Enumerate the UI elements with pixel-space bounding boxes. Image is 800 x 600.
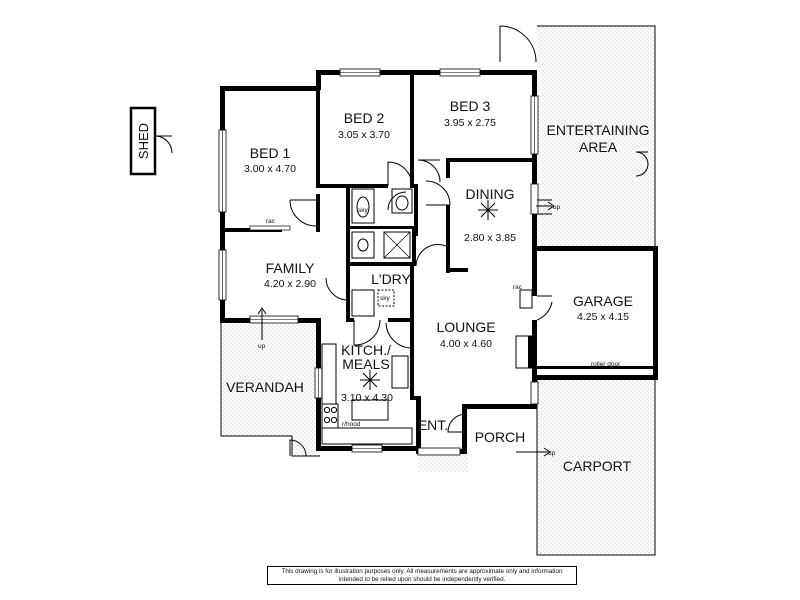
porch-paving xyxy=(418,452,468,472)
room-labels: BED 1 3.00 x 4.70 BED 2 3.05 x 3.70 BED … xyxy=(226,98,649,474)
windows xyxy=(218,68,539,456)
disclaimer-line2: intended to be relied upon should be ind… xyxy=(338,576,506,583)
hall-door xyxy=(415,243,447,267)
wc-door xyxy=(387,191,407,211)
lounge-name: LOUNGE xyxy=(436,319,495,335)
disclaimer-line1: This drawing is for illustration purpose… xyxy=(281,568,563,575)
kitchen-dims: 3.10 x 4.30 xyxy=(341,392,393,404)
dining-fan xyxy=(478,200,498,220)
entry-name: ENT. xyxy=(418,417,448,433)
laundry-name: L'DRY xyxy=(371,271,411,287)
carport-paving xyxy=(537,378,655,555)
step-arrows xyxy=(257,201,555,457)
bed1-door xyxy=(289,199,317,227)
garage-rac-label: rac xyxy=(513,284,523,291)
bed1-dims: 3.00 x 4.70 xyxy=(244,163,296,175)
entertaining-door xyxy=(499,25,537,63)
family-door xyxy=(325,277,347,301)
rangehood-label: r/hood xyxy=(342,421,361,428)
family-up-label: up xyxy=(258,343,266,350)
verandah-paving xyxy=(221,320,320,456)
kitchen-line1: KITCH./ xyxy=(341,342,391,358)
roller-door-label: roller door xyxy=(591,361,621,368)
doors xyxy=(289,25,655,457)
interior-walls xyxy=(220,70,536,400)
shed-label: SHED xyxy=(136,123,151,159)
lounge-dims: 4.00 x 4.60 xyxy=(440,338,492,350)
sky-label-laundry: sky xyxy=(380,295,391,302)
entertaining-line1: ENTERTAINING xyxy=(547,122,650,138)
verandah-name: VERANDAH xyxy=(226,379,304,395)
bed2-dims: 3.05 x 3.70 xyxy=(338,129,390,141)
porch-up-label: up xyxy=(548,450,556,457)
entertaining-step xyxy=(635,151,649,177)
kitchen-fan xyxy=(360,370,380,390)
verandah-door xyxy=(289,439,307,457)
dining-up-label: up xyxy=(553,204,561,211)
family-dims: 4.20 x 2.90 xyxy=(264,278,316,290)
garage-dims: 4.25 x 4.15 xyxy=(577,311,629,323)
small-annotations: rac rac sky sky up up up roller door r/h… xyxy=(258,204,621,457)
sky-label-bath: sky xyxy=(358,207,369,214)
entertaining-line2: AREA xyxy=(579,139,618,155)
garage-name: GARAGE xyxy=(573,293,633,309)
bed3-door xyxy=(417,159,441,183)
bed2-door xyxy=(387,161,413,187)
shed: SHED xyxy=(129,106,173,176)
garage-door xyxy=(536,295,553,321)
kitchen-line2: MEALS xyxy=(342,356,389,372)
family-name: FAMILY xyxy=(266,260,315,276)
kitchen-door xyxy=(385,322,411,349)
bed1-name: BED 1 xyxy=(250,145,291,161)
dining-door xyxy=(425,180,451,206)
dining-name: DINING xyxy=(466,186,515,202)
entertaining-area-paving xyxy=(537,26,655,246)
dining-dims: 2.80 x 3.85 xyxy=(464,232,516,244)
outdoor-areas xyxy=(220,25,656,556)
entry-door xyxy=(447,413,467,433)
porch-name: PORCH xyxy=(475,429,526,445)
fixtures xyxy=(249,188,534,445)
disclaimer-box: This drawing is for illustration purpose… xyxy=(267,566,577,585)
carport-name: CARPORT xyxy=(563,458,632,474)
bed1-rac-label: rac xyxy=(266,218,276,225)
bed3-dims: 3.95 x 2.75 xyxy=(444,117,496,129)
ceiling-fans xyxy=(360,200,498,390)
bed3-name: BED 3 xyxy=(450,98,491,114)
laundry-door xyxy=(353,319,381,346)
bed2-name: BED 2 xyxy=(344,110,385,126)
